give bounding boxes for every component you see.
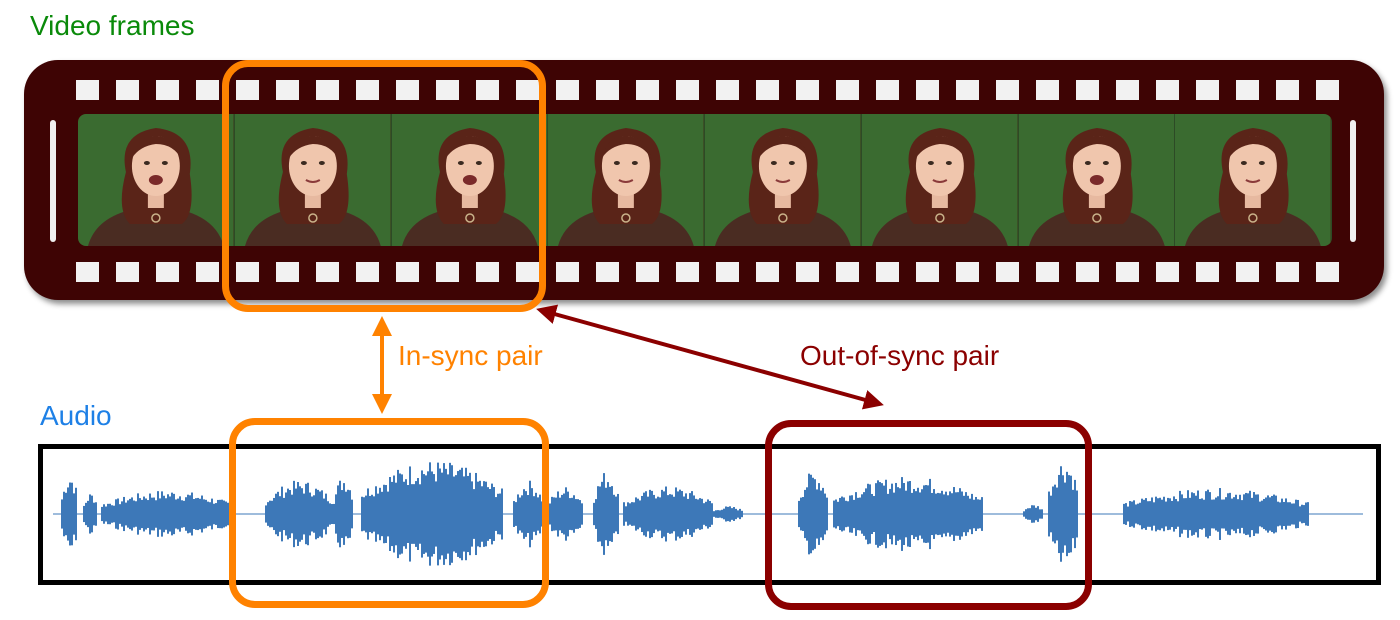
- perforation-row-bottom: [76, 262, 1339, 282]
- face-frame-icon: [78, 114, 234, 246]
- film-perforation: [156, 262, 179, 282]
- film-perforation: [996, 262, 1019, 282]
- film-perforation: [876, 262, 899, 282]
- video-frames-row: [78, 114, 1332, 246]
- film-perforation: [116, 80, 139, 100]
- film-perforation: [556, 262, 579, 282]
- film-perforation: [756, 80, 779, 100]
- film-perforation: [596, 80, 619, 100]
- film-perforation: [916, 262, 939, 282]
- film-perforation: [996, 80, 1019, 100]
- film-perforation: [1276, 262, 1299, 282]
- film-perforation: [636, 262, 659, 282]
- video-frame: [548, 114, 705, 246]
- film-perforation: [836, 262, 859, 282]
- film-perforation: [396, 262, 419, 282]
- film-perforation: [196, 80, 219, 100]
- film-perforation: [1076, 262, 1099, 282]
- audio-label: Audio: [40, 400, 112, 431]
- in-sync-video-selection: [222, 60, 546, 312]
- film-perforation: [556, 80, 579, 100]
- film-perforation: [636, 80, 659, 100]
- film-perforation: [516, 262, 539, 282]
- film-perforation: [1036, 262, 1059, 282]
- film-perforation: [1156, 262, 1179, 282]
- film-perforation: [1316, 262, 1339, 282]
- film-perforation: [116, 262, 139, 282]
- out-of-sync-audio-selection: [765, 420, 1092, 610]
- film-perforation: [1276, 80, 1299, 100]
- video-frame: [391, 114, 549, 246]
- film-strip: [24, 60, 1384, 300]
- audio-track: [38, 444, 1381, 585]
- film-perforation: [76, 262, 99, 282]
- film-perforation: [196, 262, 219, 282]
- perforation-row-top: [76, 80, 1339, 100]
- film-perforation: [356, 80, 379, 100]
- face-frame-icon: [548, 114, 704, 246]
- film-perforation: [756, 262, 779, 282]
- film-perforation: [396, 80, 419, 100]
- face-frame-icon: [1018, 114, 1175, 246]
- film-perforation: [1316, 80, 1339, 100]
- film-perforation: [1236, 262, 1259, 282]
- film-perforation: [436, 80, 459, 100]
- film-perforation: [1116, 262, 1139, 282]
- film-edge-left: [50, 120, 56, 242]
- face-frame-icon: [861, 114, 1018, 246]
- film-perforation: [1036, 80, 1059, 100]
- in-sync-pair-label: In-sync pair: [398, 340, 543, 371]
- film-perforation: [916, 80, 939, 100]
- film-perforation: [716, 262, 739, 282]
- film-perforation: [876, 80, 899, 100]
- out-of-sync-pair-label: Out-of-sync pair: [800, 340, 1000, 371]
- film-perforation: [1236, 80, 1259, 100]
- audio-waveform: [53, 462, 1363, 566]
- film-perforation: [1076, 80, 1099, 100]
- film-perforation: [676, 262, 699, 282]
- film-perforation: [716, 80, 739, 100]
- video-frame: [234, 114, 392, 246]
- film-perforation: [796, 262, 819, 282]
- film-perforation: [796, 80, 819, 100]
- film-perforation: [316, 80, 339, 100]
- film-perforation: [1196, 80, 1219, 100]
- film-perforation: [1116, 80, 1139, 100]
- film-perforation: [276, 80, 299, 100]
- video-frame: [1018, 114, 1176, 246]
- film-perforation: [76, 80, 99, 100]
- film-perforation: [236, 262, 259, 282]
- out-of-sync-arrow: [536, 304, 884, 410]
- film-perforation: [476, 80, 499, 100]
- film-perforation: [1196, 262, 1219, 282]
- film-perforation: [356, 262, 379, 282]
- video-frame: [861, 114, 1019, 246]
- film-perforation: [436, 262, 459, 282]
- film-perforation: [956, 262, 979, 282]
- film-perforation: [676, 80, 699, 100]
- film-perforation: [596, 262, 619, 282]
- film-perforation: [956, 80, 979, 100]
- in-sync-audio-selection: [229, 418, 549, 608]
- film-edge-right: [1350, 120, 1356, 242]
- video-frames-label: Video frames: [30, 10, 195, 41]
- film-perforation: [1156, 80, 1179, 100]
- film-perforation: [276, 262, 299, 282]
- film-perforation: [476, 262, 499, 282]
- face-frame-icon: [234, 114, 391, 246]
- face-frame-icon: [1175, 114, 1331, 246]
- face-frame-icon: [391, 114, 548, 246]
- film-perforation: [836, 80, 859, 100]
- face-frame-icon: [705, 114, 861, 246]
- video-frame: [705, 114, 862, 246]
- video-frame: [1175, 114, 1332, 246]
- video-frame: [78, 114, 235, 246]
- film-perforation: [316, 262, 339, 282]
- film-perforation: [156, 80, 179, 100]
